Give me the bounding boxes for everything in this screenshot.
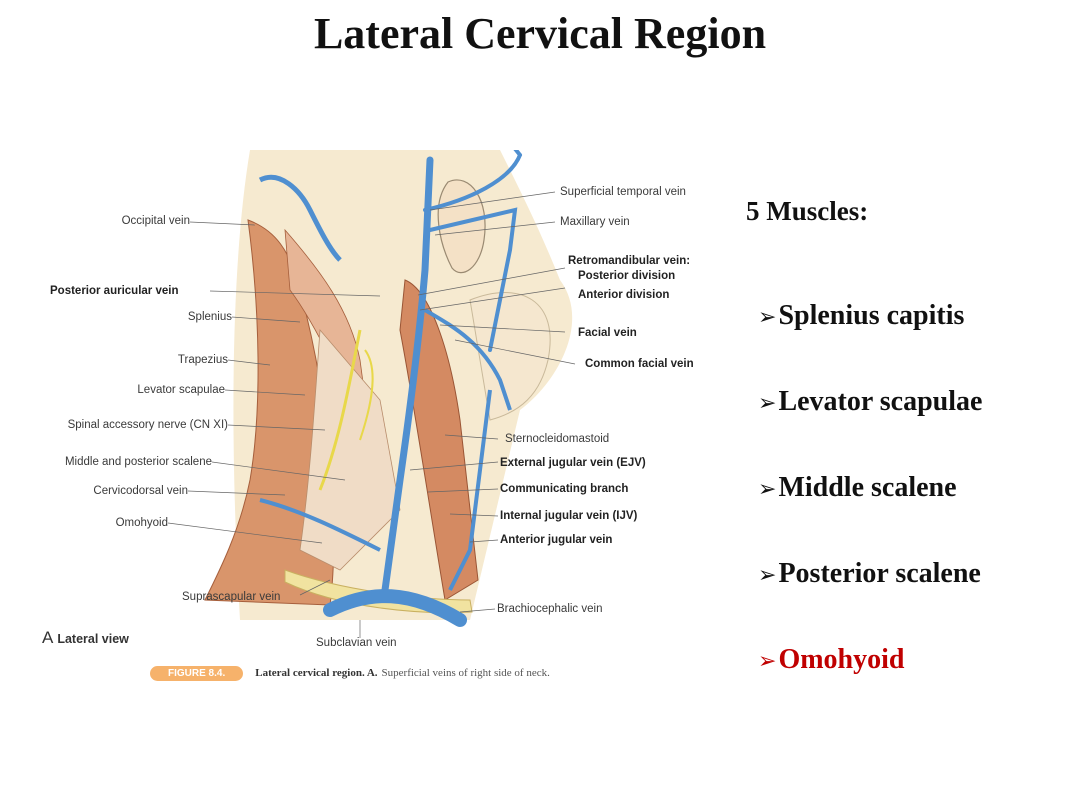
anatomy-figure: Occipital vein Posterior auricular vein …: [0, 150, 730, 690]
label-anterior-jugular-vein: Anterior jugular vein: [500, 534, 613, 546]
label-maxillary-vein: Maxillary vein: [560, 216, 630, 228]
label-sternocleidomastoid: Sternocleidomastoid: [505, 433, 610, 445]
label-splenius: Splenius: [187, 311, 232, 323]
muscle-item-label: Levator scapulae: [778, 386, 983, 417]
figure-number-badge: FIGURE 8.4.: [150, 665, 244, 681]
bullet-arrow-icon: ➢: [758, 563, 777, 588]
muscle-item: ➢Levator scapulae: [758, 386, 982, 418]
bullet-arrow-icon: ➢: [758, 391, 777, 416]
label-posterior-auricular-vein: Posterior auricular vein: [50, 285, 179, 297]
label-anterior-division: Anterior division: [578, 289, 670, 301]
muscle-item: ➢Middle scalene: [758, 472, 957, 504]
label-suprascapular-vein: Suprascapular vein: [182, 591, 281, 603]
muscle-item-label: Omohyoid: [778, 644, 905, 675]
muscle-item-label: Splenius capitis: [778, 300, 965, 331]
label-middle-posterior-scalene: Middle and posterior scalene: [64, 456, 212, 468]
label-external-jugular-vein: External jugular vein (EJV): [500, 457, 646, 469]
label-posterior-division: Posterior division: [578, 270, 676, 282]
caption-text: Superficial veins of right side of neck.: [381, 667, 550, 679]
caption-title: Lateral cervical region. A.: [255, 667, 378, 679]
muscle-item-label: Middle scalene: [778, 472, 957, 503]
label-communicating-branch: Communicating branch: [500, 483, 629, 495]
panel-heading: 5 Muscles:: [746, 196, 869, 226]
label-spinal-accessory-nerve: Spinal accessory nerve (CN XI): [67, 419, 228, 431]
bullet-arrow-icon: ➢: [758, 305, 777, 330]
label-levator-scapulae: Levator scapulae: [137, 384, 225, 396]
figure-caption: FIGURE 8.4. Lateral cervical region. A. …: [150, 664, 550, 682]
label-trapezius: Trapezius: [177, 354, 228, 366]
label-occipital-vein: Occipital vein: [121, 215, 190, 227]
muscle-item-label: Posterior scalene: [778, 558, 981, 589]
label-cervicodorsal-vein: Cervicodorsal vein: [93, 485, 188, 497]
bullet-arrow-icon: ➢: [758, 477, 777, 502]
label-subclavian-vein: Subclavian vein: [316, 637, 397, 649]
label-facial-vein: Facial vein: [578, 327, 637, 339]
label-omohyoid: Omohyoid: [115, 517, 168, 529]
label-superficial-temporal-vein: Superficial temporal vein: [560, 186, 686, 198]
label-common-facial-vein: Common facial vein: [585, 358, 694, 370]
label-internal-jugular-vein: Internal jugular vein (IJV): [500, 510, 638, 522]
label-brachiocephalic-vein: Brachiocephalic vein: [497, 603, 603, 615]
muscle-item-highlighted: ➢Omohyoid: [758, 644, 904, 676]
slide-title: Lateral Cervical Region: [313, 9, 767, 58]
view-letter: A: [42, 628, 54, 647]
muscle-item: ➢Posterior scalene: [758, 558, 981, 590]
label-retromandibular-vein: Retromandibular vein:: [568, 255, 691, 267]
neck-illustration: [167, 150, 576, 638]
muscle-item: ➢Splenius capitis: [758, 300, 964, 332]
view-label-text: Lateral view: [57, 632, 129, 646]
bullet-arrow-icon: ➢: [758, 649, 777, 674]
